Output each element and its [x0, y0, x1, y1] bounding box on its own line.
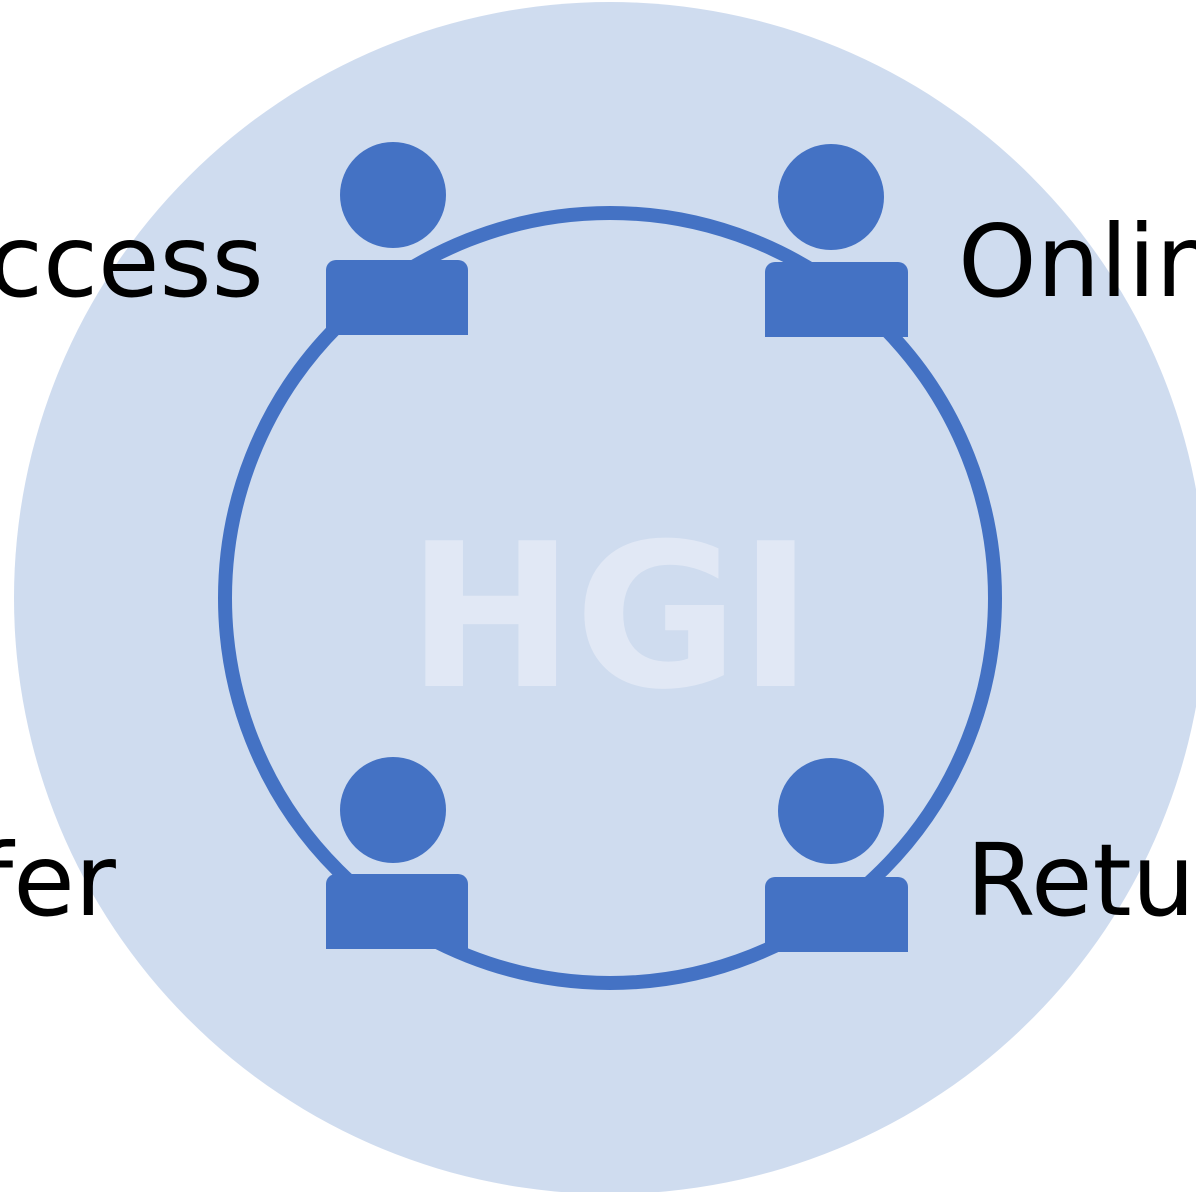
- connection-ring: [218, 206, 1002, 990]
- person-top-left-icon: [326, 142, 468, 335]
- person-bottom-left-icon: [326, 757, 468, 949]
- person-top-right-icon: [765, 144, 908, 337]
- label-bottom-left: fer: [0, 822, 117, 939]
- label-bottom-right: Retu: [966, 822, 1195, 939]
- label-top-right: Onlin: [958, 203, 1196, 320]
- label-top-left: ccess: [0, 203, 264, 320]
- person-bottom-right-icon: [765, 758, 908, 952]
- center-label: HGI: [407, 501, 813, 734]
